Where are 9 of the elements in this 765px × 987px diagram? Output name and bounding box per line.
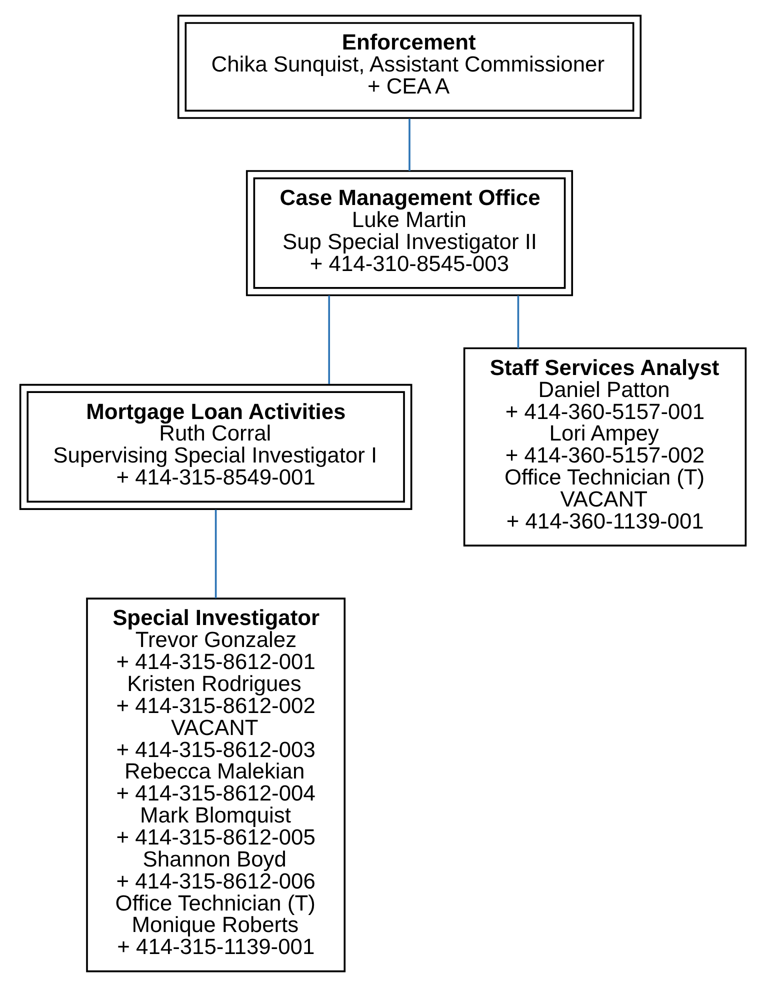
node-box: Staff Services Analyst Daniel Patton + 414-360-5157-001 Lori Ampey + 414-360-5157-002 Office Technician (T) VACANT + 414-360-1139-001 [462,347,746,546]
node-box: Enforcement Chika Sunquist, Assistant Commissioner + CEA A [176,14,642,119]
node-box: Special Investigator Trevor Gonzalez + 414-315-8612-001 Kristen Rodrigues + 414-315-8612-002 VACANT + 414-315-8612-003 Rebecca Malekian + 414-315-8612-004 Mark Blomquist + 414-315-8612-005 Shannon Boyd + 414-315-8612-006 Office Technician (T) Monique Roberts + 414-315-1139-001 [86,598,346,972]
connector [408,118,410,171]
connector [214,510,216,598]
connector [328,296,330,384]
connector [516,296,519,348]
node-box: Case Management Office Luke Martin Sup Special Investigator II + 414-310-8545-003 [245,170,573,296]
node-box: Mortgage Loan Activities Ruth Corral Supervising Special Investigator I + 414-315-8549-001 [18,384,412,510]
